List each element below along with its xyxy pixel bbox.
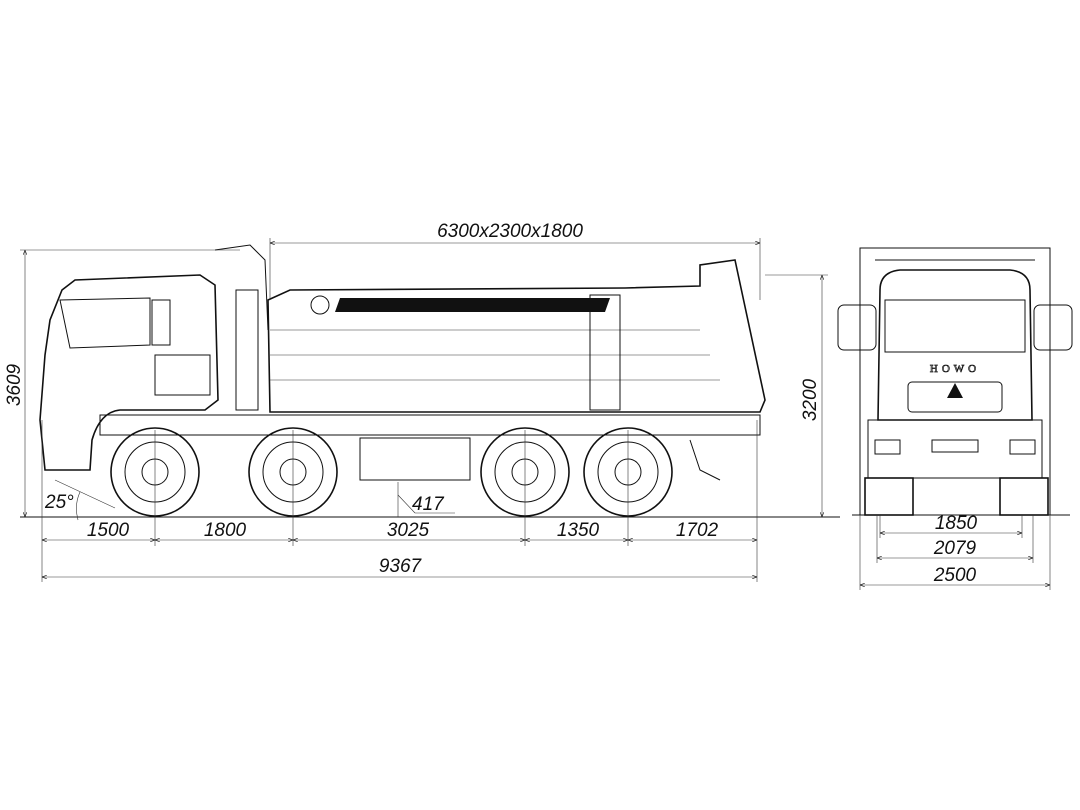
wheelbase-1-2-label: 1800 — [204, 520, 247, 541]
hydraulic-cylinder — [235, 289, 259, 411]
body-height-label: 3200 — [800, 378, 821, 421]
axle-dimensions: 1500 1800 3025 1350 1702 — [41, 420, 758, 582]
cab — [39, 274, 219, 471]
body-dimensions-label: 6300x2300x1800 — [437, 221, 583, 242]
wheelbase-2-3-label: 3025 — [387, 520, 430, 541]
wheels — [110, 427, 673, 517]
front-view: HOWO 1850 2079 2500 — [837, 247, 1073, 590]
body-stripe — [335, 298, 610, 312]
plate-holder — [931, 439, 979, 453]
overall-height-label: 3609 — [4, 363, 25, 406]
body-emblem-icon — [310, 295, 330, 315]
overall-width-label: 2500 — [933, 565, 977, 586]
rear-overhang-label: 1702 — [676, 520, 719, 541]
cab-window — [59, 297, 151, 349]
ground-clearance-label: 417 — [412, 494, 445, 515]
brand-logo: HOWO — [930, 363, 980, 375]
wheelbase-3-4-label: 1350 — [557, 520, 600, 541]
body-post — [589, 294, 621, 411]
headlight-right — [1009, 439, 1036, 455]
mirror-left — [837, 304, 877, 351]
front-track-inner-label: 1850 — [935, 513, 978, 534]
brand-emblem-icon — [947, 383, 963, 398]
cab-guard — [214, 244, 269, 331]
headlight-left — [874, 439, 901, 455]
dump-body — [267, 259, 766, 413]
front-overhang-label: 1500 — [87, 520, 130, 541]
front-tire-left — [864, 477, 914, 516]
approach-angle-label: 25° — [44, 492, 74, 513]
tow-chain — [689, 439, 721, 481]
bumper — [867, 419, 1043, 479]
body-outline — [859, 247, 1051, 516]
front-track-label: 2079 — [933, 538, 977, 559]
cab-door-panel — [154, 354, 211, 396]
windshield — [884, 299, 1026, 353]
grille — [907, 381, 1003, 413]
cab-front — [877, 269, 1033, 421]
side-view: 6300x2300x1800 3609 3200 25° 417 1500 18… — [4, 221, 840, 582]
fuel-tank — [359, 437, 471, 481]
front-tire-right — [999, 477, 1049, 516]
overall-length-label: 9367 — [379, 556, 423, 577]
mirror-right — [1033, 304, 1073, 351]
chassis-frame — [99, 414, 761, 436]
cab-rear-window — [151, 299, 171, 346]
